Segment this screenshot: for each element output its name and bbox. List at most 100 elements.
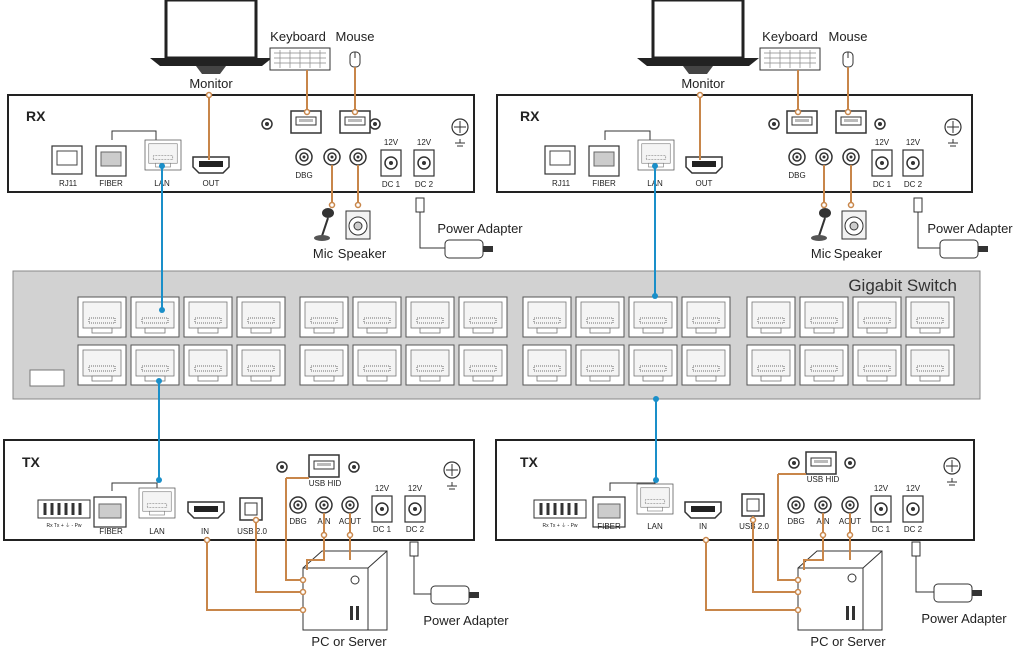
switch-port-23[interactable] bbox=[681, 296, 731, 338]
power-adapter-label-right: Power Adapter bbox=[927, 221, 1013, 236]
switch-port-8[interactable] bbox=[236, 344, 286, 386]
microphone-icon bbox=[314, 208, 334, 241]
switch-port-19[interactable] bbox=[575, 296, 625, 338]
mouse-label-right: Mouse bbox=[828, 29, 867, 44]
usb-hid-label-right: USB HID bbox=[807, 475, 840, 484]
usb2-port-right[interactable] bbox=[741, 493, 765, 517]
tx-power-adapter-icon-right bbox=[911, 541, 982, 603]
switch-port-30[interactable] bbox=[852, 344, 902, 386]
switch-label-plate bbox=[29, 369, 65, 387]
usb-keyboard-port-right[interactable] bbox=[786, 110, 818, 134]
switch-port-4[interactable] bbox=[130, 344, 180, 386]
hdmi-in-port-right[interactable] bbox=[684, 501, 722, 519]
switch-port-26[interactable] bbox=[746, 344, 796, 386]
dbg-label: DBG bbox=[295, 171, 312, 180]
switch-port-18[interactable] bbox=[522, 344, 572, 386]
rx-unit-right: RX RJ11 FIBER LAN OUT DBG 12V 12V DC 1 D… bbox=[496, 94, 973, 193]
speaker-label: Speaker bbox=[338, 246, 387, 261]
switch-port-6[interactable] bbox=[183, 344, 233, 386]
terminal-block-right[interactable] bbox=[533, 499, 587, 519]
tx-dbg-label: DBG bbox=[289, 517, 306, 526]
speaker-icon-right bbox=[841, 210, 867, 240]
switch-port-20[interactable] bbox=[575, 344, 625, 386]
out-label-right: OUT bbox=[696, 179, 713, 188]
dc2-label-right: DC 2 bbox=[904, 180, 923, 189]
switch-port-31[interactable] bbox=[905, 296, 955, 338]
switch-port-1[interactable] bbox=[77, 296, 127, 338]
out-label: OUT bbox=[203, 179, 220, 188]
switch-port-28[interactable] bbox=[799, 344, 849, 386]
switch-port-13[interactable] bbox=[405, 296, 455, 338]
tx-title: TX bbox=[22, 454, 41, 470]
monitor-label-right: Monitor bbox=[681, 76, 725, 91]
tx-volt-label-1: 12V bbox=[375, 484, 390, 493]
tx-dc1-label: DC 1 bbox=[373, 525, 392, 534]
switch-port-3[interactable] bbox=[130, 296, 180, 338]
switch-port-22[interactable] bbox=[628, 344, 678, 386]
switch-title: Gigabit Switch bbox=[848, 276, 957, 295]
usb2-label-right: USB 2.0 bbox=[739, 522, 769, 531]
keyboard-icon bbox=[269, 47, 331, 71]
mic-label: Mic bbox=[313, 246, 334, 261]
rj11-port-right[interactable] bbox=[544, 145, 576, 175]
pc-label-right: PC or Server bbox=[810, 634, 886, 648]
hdmi-in-port[interactable] bbox=[187, 501, 225, 519]
switch-port-5[interactable] bbox=[183, 296, 233, 338]
rx-volt-label-2: 12V bbox=[417, 138, 432, 147]
hdmi-out-port-right[interactable] bbox=[685, 156, 723, 174]
usb-hid-port[interactable] bbox=[308, 454, 340, 478]
monitor-icon bbox=[150, 0, 272, 74]
keyboard-label-right: Keyboard bbox=[762, 29, 818, 44]
rx-volt-label-1: 12V bbox=[384, 138, 399, 147]
gigabit-switch: Gigabit Switch bbox=[12, 270, 981, 400]
tx-unit-right: TX Rx Tx + ⏚ - Pw FIBER LAN IN USB 2.0 U… bbox=[495, 439, 975, 541]
fiber-port[interactable] bbox=[95, 145, 127, 177]
switch-port-24[interactable] bbox=[681, 344, 731, 386]
usb-mouse-port-right[interactable] bbox=[835, 110, 867, 134]
power-adapter-icon bbox=[415, 197, 493, 259]
tx-volt-label-2: 12V bbox=[408, 484, 423, 493]
rj11-port[interactable] bbox=[51, 145, 83, 175]
switch-port-17[interactable] bbox=[522, 296, 572, 338]
tx-fiber-label-right: FIBER bbox=[597, 522, 621, 531]
monitor-label: Monitor bbox=[189, 76, 233, 91]
tx-lan-label: LAN bbox=[149, 527, 165, 536]
switch-port-29[interactable] bbox=[852, 296, 902, 338]
tx-unit-left: TX Rx Tx + ⏚ - Pw FIBER LAN IN USB 2.0 U… bbox=[3, 439, 475, 541]
tx-lan-port-right[interactable] bbox=[636, 483, 674, 515]
switch-port-7[interactable] bbox=[236, 296, 286, 338]
usb2-port[interactable] bbox=[239, 497, 263, 521]
switch-port-25[interactable] bbox=[746, 296, 796, 338]
pc-server-icon bbox=[302, 550, 388, 631]
switch-port-21[interactable] bbox=[628, 296, 678, 338]
tx-lan-label-right: LAN bbox=[647, 522, 663, 531]
rx-title-right: RX bbox=[520, 108, 540, 124]
switch-port-12[interactable] bbox=[352, 344, 402, 386]
cable-joints bbox=[203, 91, 855, 614]
tx-power-adapter-label-right: Power Adapter bbox=[921, 611, 1007, 626]
rx-volt-label-right-2: 12V bbox=[906, 138, 921, 147]
tx-fiber-port[interactable] bbox=[93, 496, 127, 528]
microphone-icon-right bbox=[811, 208, 831, 241]
switch-port-2[interactable] bbox=[77, 344, 127, 386]
switch-port-16[interactable] bbox=[458, 344, 508, 386]
hdmi-out-port[interactable] bbox=[192, 156, 230, 174]
switch-port-15[interactable] bbox=[458, 296, 508, 338]
fiber-label-right: FIBER bbox=[592, 179, 616, 188]
tx-lan-port[interactable] bbox=[138, 487, 176, 519]
fiber-port-right[interactable] bbox=[588, 145, 620, 177]
switch-port-10[interactable] bbox=[299, 344, 349, 386]
monitor-icon-right bbox=[637, 0, 759, 74]
switch-port-27[interactable] bbox=[799, 296, 849, 338]
power-adapter-label: Power Adapter bbox=[437, 221, 523, 236]
switch-port-11[interactable] bbox=[352, 296, 402, 338]
usb-hid-port-right[interactable] bbox=[805, 451, 837, 475]
switch-port-32[interactable] bbox=[905, 344, 955, 386]
tx-fiber-port-right[interactable] bbox=[592, 496, 626, 528]
mouse-icon bbox=[349, 51, 361, 68]
switch-port-9[interactable] bbox=[299, 296, 349, 338]
terminal-block[interactable] bbox=[37, 499, 91, 519]
tx-volt-label-right-1: 12V bbox=[874, 484, 889, 493]
switch-port-14[interactable] bbox=[405, 344, 455, 386]
speaker-icon bbox=[345, 210, 371, 240]
